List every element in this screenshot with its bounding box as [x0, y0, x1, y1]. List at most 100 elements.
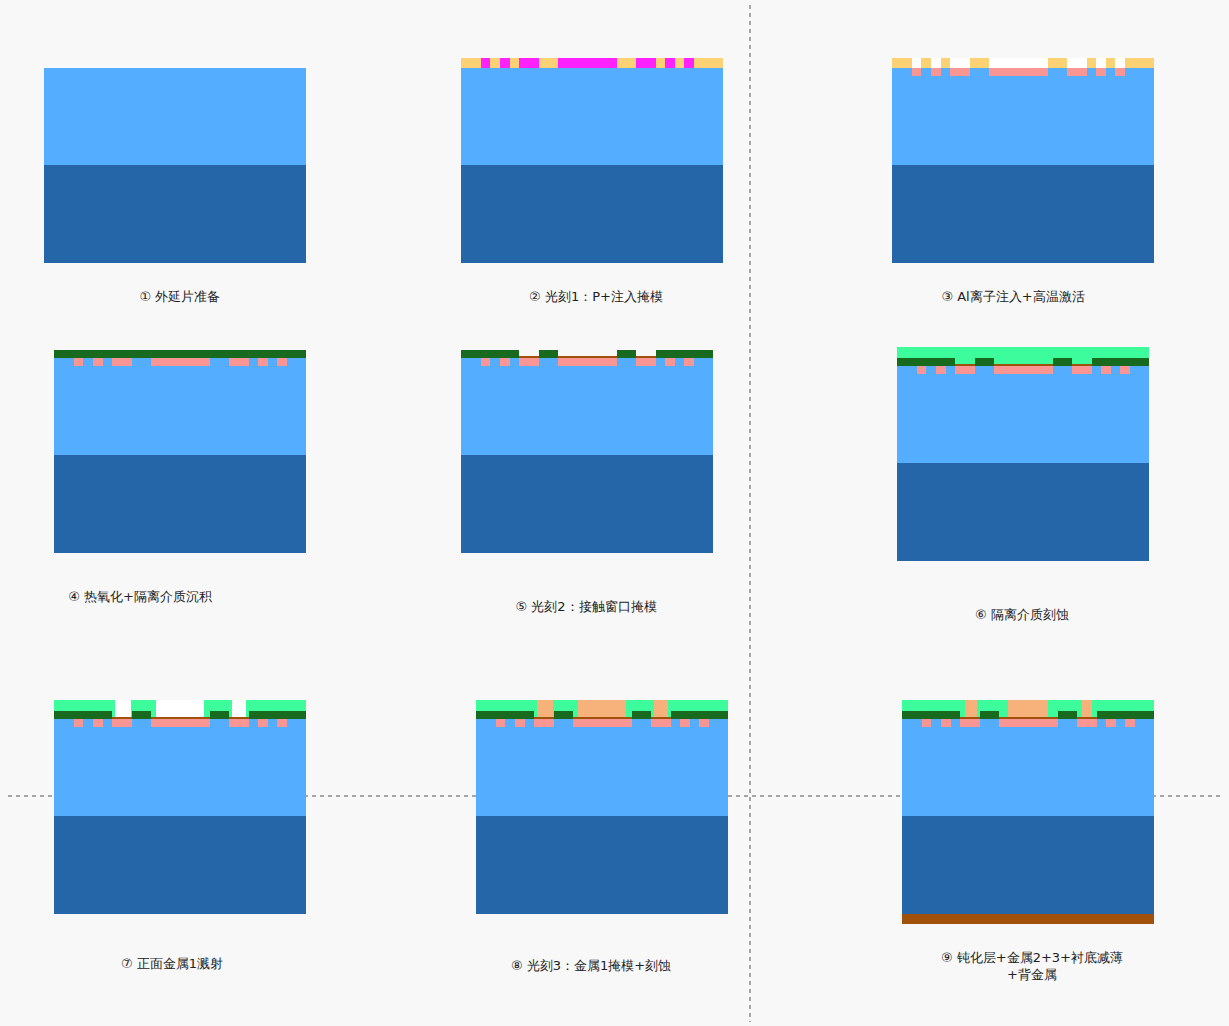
substrate — [902, 816, 1154, 914]
separator-line — [750, 5, 751, 1022]
dielectric-opening — [1004, 700, 1052, 717]
mask-opening — [481, 58, 490, 68]
wafer-cross-section — [44, 68, 306, 263]
p-plus-implant — [994, 366, 1053, 374]
oxide-layer — [897, 358, 1149, 366]
mask-opening — [558, 58, 617, 68]
epi-layer — [44, 68, 306, 165]
p-plus-implant — [989, 68, 1048, 76]
p-plus-implant — [931, 68, 941, 76]
contact-film — [994, 364, 1053, 366]
wafer-cross-section — [54, 700, 306, 914]
mask-opening — [989, 58, 1048, 68]
contact-window — [955, 358, 975, 366]
p-plus-implant — [74, 719, 83, 727]
p-plus-implant — [112, 719, 132, 727]
contact-film — [558, 356, 617, 358]
p-plus-implant — [74, 358, 83, 366]
contact-film — [534, 717, 554, 719]
substrate — [44, 165, 306, 263]
wafer-cross-section — [892, 58, 1154, 263]
p-plus-implant — [277, 358, 287, 366]
step-caption: ⑨ 钝化层+金属2+3+衬底减薄 +背金属 — [934, 949, 1131, 983]
dielectric-opening — [232, 700, 246, 717]
p-plus-implant — [960, 719, 980, 727]
mask-opening — [500, 58, 510, 68]
epi-layer — [54, 358, 306, 455]
p-plus-implant — [93, 719, 103, 727]
p-plus-implant — [258, 719, 268, 727]
p-plus-implant — [481, 358, 490, 366]
p-plus-implant — [955, 366, 975, 374]
mask-opening — [1067, 58, 1087, 68]
epi-layer — [54, 719, 306, 816]
dielectric-opening — [156, 700, 204, 717]
contact-window — [1072, 358, 1092, 366]
metal-1 — [1008, 700, 1048, 717]
p-plus-implant — [534, 719, 554, 727]
p-plus-implant — [636, 358, 656, 366]
contact-film — [112, 717, 132, 719]
substrate — [54, 455, 306, 553]
epi-layer — [897, 366, 1149, 463]
p-plus-implant — [665, 358, 675, 366]
contact-film — [519, 356, 539, 358]
p-plus-implant — [941, 719, 951, 727]
mask-layer — [461, 58, 723, 68]
mask-opening — [950, 58, 970, 68]
p-plus-implant — [151, 358, 210, 366]
mask-opening — [684, 58, 694, 68]
contact-film — [1072, 364, 1092, 366]
step-caption: ② 光刻1：P+注入掩模 — [529, 288, 663, 305]
p-plus-implant — [936, 366, 946, 374]
p-plus-implant — [1115, 68, 1125, 76]
p-plus-implant — [558, 358, 617, 366]
p-plus-implant — [500, 358, 510, 366]
p-plus-implant — [229, 358, 249, 366]
substrate — [476, 816, 728, 914]
metal-1 — [1082, 700, 1092, 717]
isolation-dielectric — [897, 347, 1149, 358]
contact-film — [999, 717, 1058, 719]
step-caption: ⑤ 光刻2：接触窗口掩模 — [515, 598, 656, 615]
mask-layer — [892, 58, 1154, 68]
mask-opening — [1115, 58, 1125, 68]
p-plus-implant — [112, 358, 132, 366]
wafer-cross-section — [461, 350, 713, 553]
contact-window — [994, 358, 1053, 366]
mask-opening — [912, 58, 921, 68]
mask-opening — [636, 58, 656, 68]
contact-film — [151, 717, 210, 719]
substrate — [897, 463, 1149, 561]
wafer-cross-section — [461, 58, 723, 263]
p-plus-implant — [999, 719, 1058, 727]
back-metal — [902, 914, 1154, 924]
p-plus-implant — [258, 358, 268, 366]
contact-window — [558, 350, 617, 358]
epi-layer — [902, 719, 1154, 816]
oxide-layer — [461, 350, 713, 358]
p-plus-implant — [93, 358, 103, 366]
epi-layer — [461, 68, 723, 165]
metal-1 — [965, 700, 977, 717]
mask-opening — [519, 58, 539, 68]
p-plus-implant — [573, 719, 632, 727]
p-plus-implant — [684, 358, 694, 366]
contact-film — [960, 717, 980, 719]
p-plus-implant — [912, 68, 921, 76]
p-plus-implant — [496, 719, 505, 727]
step-caption: ⑦ 正面金属1溅射 — [121, 955, 223, 972]
p-plus-implant — [699, 719, 709, 727]
p-plus-implant — [1077, 719, 1097, 727]
contact-film — [636, 356, 656, 358]
p-plus-implant — [1067, 68, 1087, 76]
p-plus-implant — [1125, 719, 1135, 727]
contact-film — [1077, 717, 1097, 719]
wafer-cross-section — [902, 700, 1154, 924]
mask-opening — [931, 58, 941, 68]
contact-window — [519, 350, 539, 358]
p-plus-implant — [922, 719, 931, 727]
p-plus-implant — [277, 719, 287, 727]
